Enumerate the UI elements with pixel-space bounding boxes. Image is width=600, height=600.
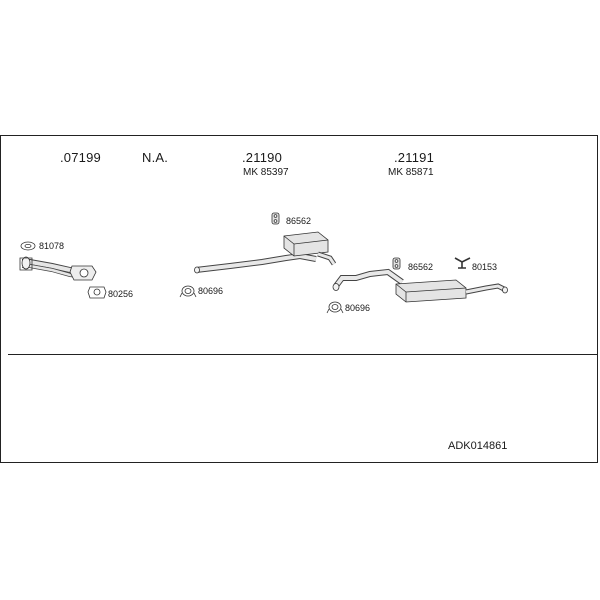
mounting-bracket-icon — [454, 257, 471, 269]
rear-hanger-ref: 86562 — [408, 262, 434, 272]
front-pipe-part-number: .07199 — [60, 150, 101, 165]
rear-bracket-ref: 80153 — [472, 262, 498, 272]
rear-silencer-part-number: .21191 — [394, 150, 434, 165]
middle-clamp-ref: 80696 — [198, 286, 224, 296]
rubber-hanger-icon — [392, 257, 401, 270]
gasket-front-ref: 81078 — [39, 241, 65, 251]
gasket-icon — [20, 241, 36, 251]
front-pipe-icon — [19, 256, 97, 281]
flange-gasket-icon — [87, 286, 107, 299]
frame-divider — [8, 354, 598, 355]
rear-silencer-mounting-kit: MK 85871 — [388, 167, 434, 178]
middle-silencer-part-number: .21190 — [242, 150, 282, 165]
rear-silencer-icon — [332, 268, 508, 303]
rear-clamp-ref: 80696 — [345, 303, 371, 313]
diagram-code: ADK014861 — [448, 440, 508, 452]
middle-silencer-icon — [194, 231, 337, 274]
pipe-clamp-icon — [179, 285, 197, 298]
middle-hanger-ref: 86562 — [286, 216, 312, 226]
middle-silencer-mounting-kit: MK 85397 — [243, 167, 289, 178]
pipe-clamp-icon — [326, 301, 344, 314]
diagram-frame — [0, 135, 598, 463]
rubber-hanger-icon — [271, 212, 280, 225]
gasket-flange-ref: 80256 — [108, 289, 134, 299]
not-available-label: N.A. — [142, 150, 169, 165]
